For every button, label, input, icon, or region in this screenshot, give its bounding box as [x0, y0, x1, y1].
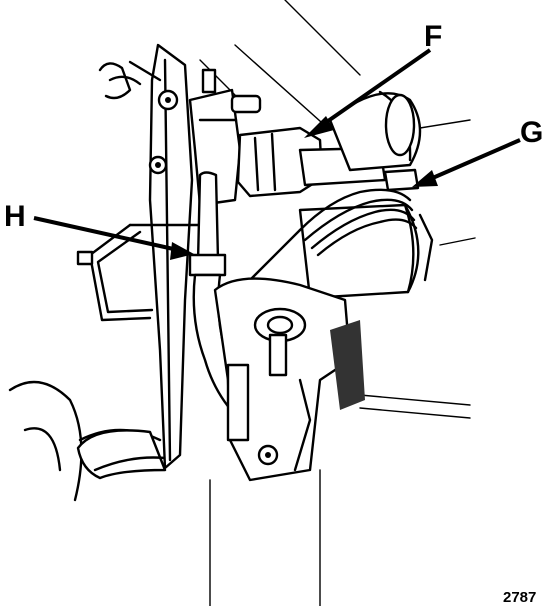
lower-mounting-block: [213, 277, 365, 482]
wiring-harness-g: [228, 168, 420, 302]
callout-f-label: F: [424, 20, 443, 53]
valve-body: [188, 68, 262, 207]
leader-arrows: [33, 48, 521, 260]
callout-h-label: H: [4, 200, 26, 233]
callout-g-label: G: [520, 116, 544, 149]
solenoid-housing: [298, 203, 434, 300]
retaining-spring: [76, 223, 202, 322]
figure-number: 2787: [503, 589, 537, 606]
background-lines: [199, 0, 476, 606]
left-hose-background: [8, 380, 167, 502]
hose-clip: [98, 60, 179, 111]
